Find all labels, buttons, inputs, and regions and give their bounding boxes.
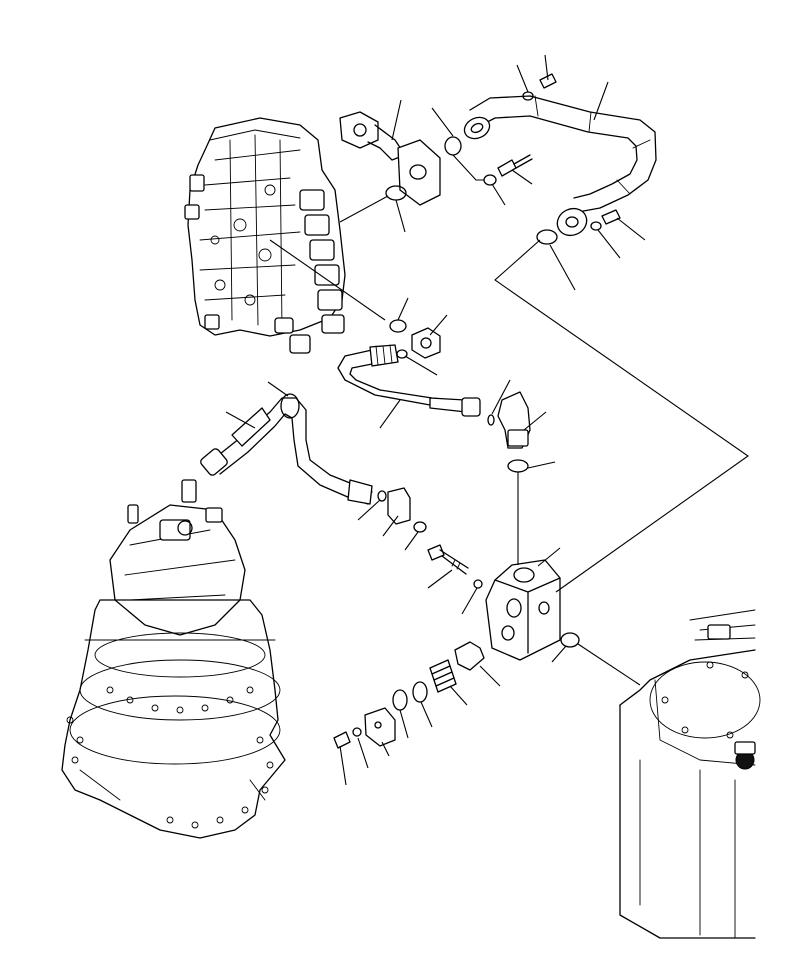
o-ring-block-tank (560, 632, 580, 648)
washer-cover (352, 727, 362, 737)
swing-motor (61, 479, 286, 839)
pipe-upper (469, 95, 657, 213)
o-ring-elbow (487, 414, 495, 426)
flange-elbow (339, 111, 406, 161)
spring (429, 659, 457, 693)
valve-block (485, 559, 561, 661)
cover-plate (364, 707, 396, 747)
elbow-fitting (497, 391, 531, 449)
pipe-end-flange (556, 207, 588, 237)
o-ring-hose-lower (280, 393, 387, 502)
union-connector (411, 327, 441, 359)
adapter-fitting (387, 487, 411, 525)
o-ring-plug (392, 689, 408, 711)
bolt-upper (497, 154, 533, 177)
flange-gasket-upper (463, 116, 491, 140)
hose-lower (200, 397, 373, 505)
seal-ring (412, 681, 428, 703)
check-plug (454, 641, 485, 671)
bolt-flange (539, 73, 621, 225)
hose-upper (337, 344, 481, 417)
bolt-cover (333, 731, 351, 749)
flange-block (397, 139, 441, 206)
washer-upper (483, 174, 497, 186)
o-ring-upper (444, 136, 462, 156)
long-bolt (427, 544, 469, 575)
hydraulic-tank (619, 609, 761, 939)
connection-lines (269, 154, 749, 686)
leader-lines (225, 54, 646, 786)
control-valve (184, 117, 346, 354)
o-ring-adapter (413, 521, 427, 533)
washer-long-bolt (473, 579, 483, 589)
o-ring-pipe-end (536, 229, 558, 245)
o-ring-elbow-block (507, 459, 529, 473)
